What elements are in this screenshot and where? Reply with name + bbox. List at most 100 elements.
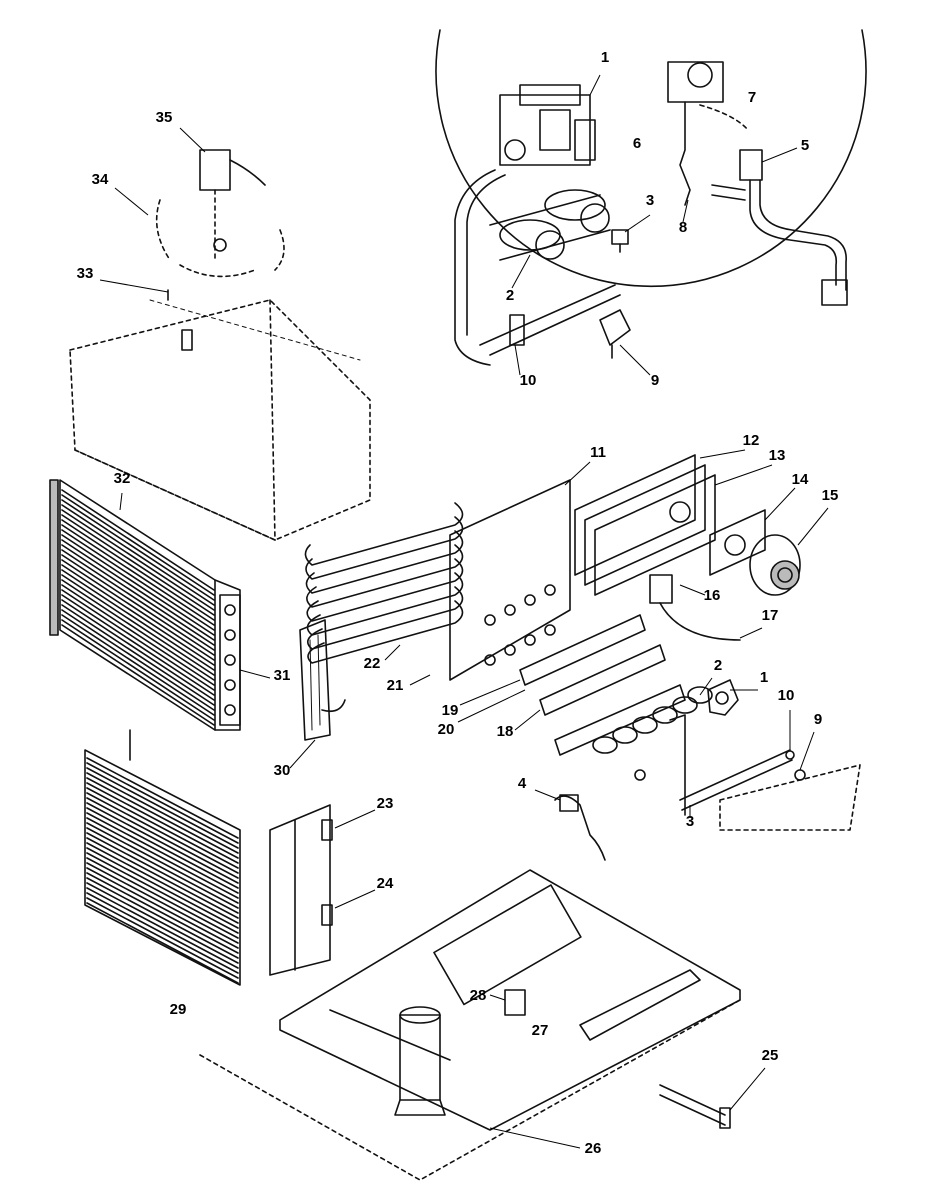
callout-label: 7: [748, 89, 756, 106]
callout-label: 31: [274, 667, 291, 684]
lower-louvered-panel: [84, 729, 241, 986]
callout-label: 23: [377, 795, 394, 812]
pilot-tube: [711, 149, 848, 306]
callout-label: 17: [762, 607, 779, 624]
compressor: [394, 989, 526, 1116]
fin-line: [61, 494, 215, 596]
callout-label: 11: [590, 444, 606, 461]
fin-line: [86, 802, 239, 884]
fin-line: [86, 812, 239, 894]
callout-leader: [589, 74, 601, 96]
fin-line: [61, 559, 215, 661]
callout-label: 28: [470, 987, 487, 1004]
callout-leader: [797, 507, 829, 546]
burner-rails: [519, 614, 686, 756]
hx-tube: [304, 502, 464, 566]
callout-label: 9: [814, 711, 822, 728]
callout-leader: [619, 344, 651, 376]
fin-line: [86, 867, 239, 949]
fin-line: [86, 822, 239, 904]
fin-line: [61, 624, 215, 726]
fin-line: [86, 862, 239, 944]
pilot-assembly-lower: [554, 769, 646, 861]
fin-line: [86, 837, 239, 919]
side-panel: [269, 804, 333, 976]
callout-label: 32: [114, 470, 131, 487]
fin-line: [61, 579, 215, 681]
callout-label: 3: [686, 813, 694, 830]
fin-line: [61, 564, 215, 666]
fin-line: [61, 534, 215, 636]
fitting-3: [611, 229, 629, 253]
fin-line: [61, 539, 215, 641]
hx-tube: [306, 586, 464, 650]
condenser-fins: [61, 489, 215, 726]
hx-tube: [306, 558, 464, 622]
hx-tube: [305, 516, 464, 580]
fin-line: [61, 549, 215, 651]
fin-line: [86, 842, 239, 924]
callout-label: 30: [274, 762, 291, 779]
fin-line: [86, 897, 239, 979]
callout-label: 20: [438, 721, 455, 738]
hx-tube: [307, 600, 464, 664]
coil-return-bends: [219, 594, 241, 726]
callout-leader: [179, 127, 206, 153]
lower-bracket-rail: [669, 714, 861, 831]
fin-line: [61, 554, 215, 656]
callout-leader: [764, 487, 796, 521]
fin-line: [86, 877, 239, 959]
fin-line: [61, 619, 215, 721]
fin-line: [86, 887, 239, 969]
fin-line: [61, 504, 215, 606]
callout-leader: [114, 187, 149, 216]
burner-orifices: [489, 189, 611, 261]
fin-line: [61, 589, 215, 691]
callout-leader: [624, 214, 651, 233]
callout-labels: 1235678910111213141516171819202122232425…: [77, 49, 839, 1157]
callout-label: 10: [778, 687, 795, 704]
callout-leader: [699, 677, 713, 696]
fin-line: [86, 807, 239, 889]
fan-guard: [149, 289, 361, 361]
callout-label: 35: [156, 109, 173, 126]
manifold-bar: [479, 284, 621, 356]
base-pan: [199, 869, 741, 1181]
detail-inset: [435, 29, 867, 287]
fin-line: [61, 569, 215, 671]
hx-tube: [306, 544, 464, 608]
callout-label: 8: [679, 219, 687, 236]
fin-line: [61, 529, 215, 631]
callout-leader: [699, 449, 746, 459]
fin-line: [61, 499, 215, 601]
fin-line: [86, 792, 239, 874]
callout-label: 6: [633, 135, 641, 152]
fin-line: [86, 882, 239, 964]
callout-label: 3: [646, 192, 654, 209]
fin-line: [86, 777, 239, 859]
gasket-plates: [574, 454, 716, 596]
service-valve: [659, 1084, 731, 1129]
fin-line: [86, 872, 239, 954]
callout-leader: [714, 464, 773, 486]
hx-tube: [306, 572, 464, 636]
fin-line: [86, 852, 239, 934]
callout-leader: [564, 461, 591, 486]
top-cover: [69, 299, 371, 541]
fin-line: [61, 594, 215, 696]
callout-label: 10: [520, 372, 537, 389]
callout-label: 1: [601, 49, 609, 66]
fin-line: [61, 509, 215, 611]
fin-line: [61, 544, 215, 646]
callout-label: 34: [92, 171, 109, 188]
fan-motor: [155, 149, 285, 278]
gas-valve: [454, 84, 596, 366]
burner-row: [592, 686, 713, 754]
inducer-plate: [709, 509, 766, 576]
callout-leader: [289, 739, 316, 769]
condenser-coil: [49, 479, 241, 731]
callout-leader: [489, 1127, 581, 1149]
callout-leader: [99, 279, 169, 293]
callout-leader: [514, 709, 541, 731]
callout-leader: [384, 644, 401, 661]
